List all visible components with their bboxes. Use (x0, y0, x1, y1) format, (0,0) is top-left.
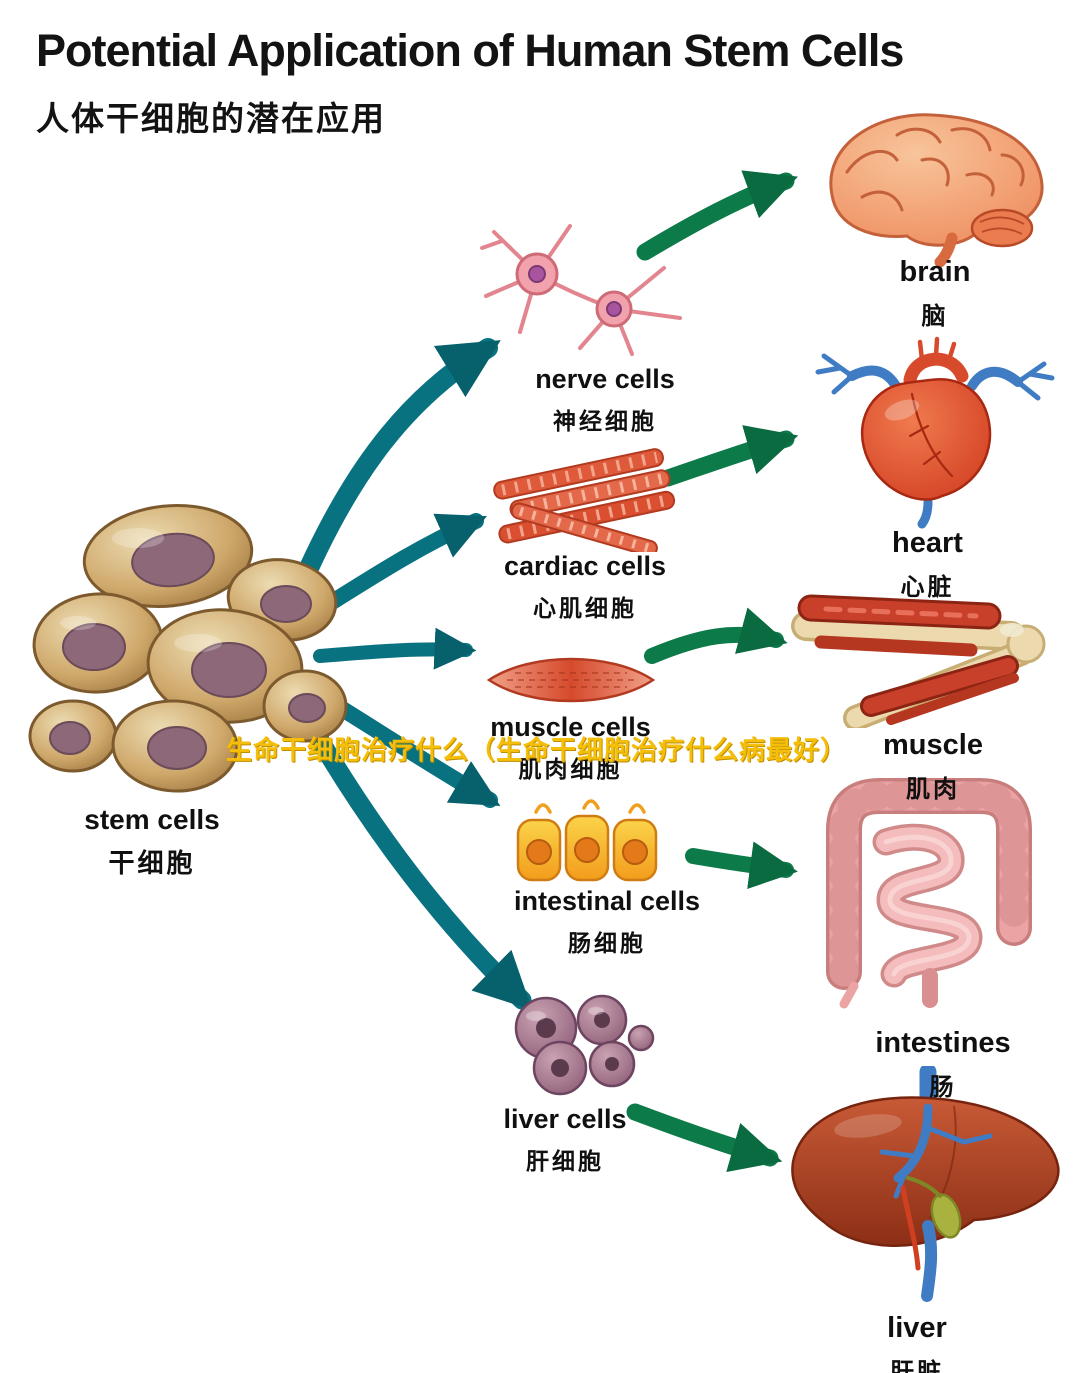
heart-label-zh: 心脏 (900, 574, 955, 602)
heart-illustration (790, 334, 1062, 530)
intestinal-cells-label-zh: 肠细胞 (568, 930, 646, 957)
nerve-cells-label: nerve cells 神经细胞 (505, 364, 705, 436)
stem-cells-label-zh: 干细胞 (108, 848, 196, 879)
intestinal-cells-label-en: intestinal cells (513, 886, 701, 916)
liver-cells-label-zh: 肝细胞 (526, 1148, 604, 1175)
brain-label-en: brain (899, 256, 971, 288)
nerve-cells-label-zh: 神经细胞 (553, 408, 657, 435)
intestines-illustration (798, 760, 1058, 1016)
nerve-cells-label-en: nerve cells (535, 364, 675, 394)
intestinal-cells-illustration (502, 790, 670, 888)
muscle-label-zh: 肌肉 (906, 776, 960, 804)
arrow-liver-to-liver (626, 1103, 783, 1173)
muscle-arm-illustration (786, 578, 1080, 728)
heart-label: heart 心脏 (845, 527, 1010, 602)
cardiac-cells-label: cardiac cells 心肌细胞 (490, 551, 680, 623)
liver-label-en: liver (887, 1312, 947, 1344)
intestinal-cells-label: intestinal cells 肠细胞 (502, 886, 712, 958)
liver-label-zh: 肝脏 (890, 1359, 944, 1373)
arrow-stem-to-muscle (313, 627, 477, 670)
muscle-cells-label-zh: 肌肉细胞 (518, 756, 623, 783)
header: Potential Application of Human Stem Cell… (36, 26, 1046, 140)
arrow-intestinal-to-intestines (685, 841, 798, 890)
muscle-label-en: muscle (883, 729, 983, 761)
stem-cells-label: stem cells 干细胞 (42, 804, 262, 880)
cardiac-cells-label-zh: 心肌细胞 (533, 595, 637, 622)
arrow-stem-to-liver (290, 696, 533, 1010)
liver-label: liver 肝脏 (832, 1312, 1002, 1373)
heart-label-en: heart (892, 527, 963, 559)
muscle-cells-label-en: muscle cells (490, 712, 651, 742)
page-title: Potential Application of Human Stem Cell… (36, 25, 904, 76)
muscle-cells-label: muscle cells 肌肉细胞 (478, 712, 663, 784)
intestines-label-zh: 肠 (929, 1074, 957, 1102)
cardiac-cells-label-en: cardiac cells (503, 551, 667, 581)
stem-cells-illustration (18, 498, 353, 803)
intestines-label: intestines 肠 (838, 1027, 1048, 1102)
brain-label-zh: 脑 (921, 303, 949, 331)
arrow-muscle-to-muscle (644, 607, 788, 664)
muscle-cells-illustration (485, 648, 657, 712)
liver-illustration (778, 1066, 1074, 1308)
liver-cells-illustration (498, 984, 656, 1100)
brain-illustration (802, 100, 1057, 268)
nerve-cells-illustration (462, 212, 697, 367)
arrow-cardiac-to-heart (659, 425, 799, 487)
arrow-stem-to-nerve (285, 338, 501, 610)
stem-cells-label-en: stem cells (84, 804, 220, 835)
liver-cells-label-en: liver cells (503, 1104, 627, 1134)
watermark-text: 生命干细胞治疗什么（生命干细胞治疗什么病最好） (226, 735, 848, 765)
liver-cells-label: liver cells 肝细胞 (470, 1104, 660, 1176)
intestines-label-en: intestines (875, 1027, 1011, 1059)
brain-label: brain 脑 (850, 256, 1020, 331)
cardiac-cells-illustration (488, 446, 688, 552)
arrow-nerve-to-brain (636, 170, 798, 261)
page-subtitle: 人体干细胞的潜在应用 (36, 99, 386, 137)
muscle-label: muscle 肌肉 (848, 729, 1018, 804)
